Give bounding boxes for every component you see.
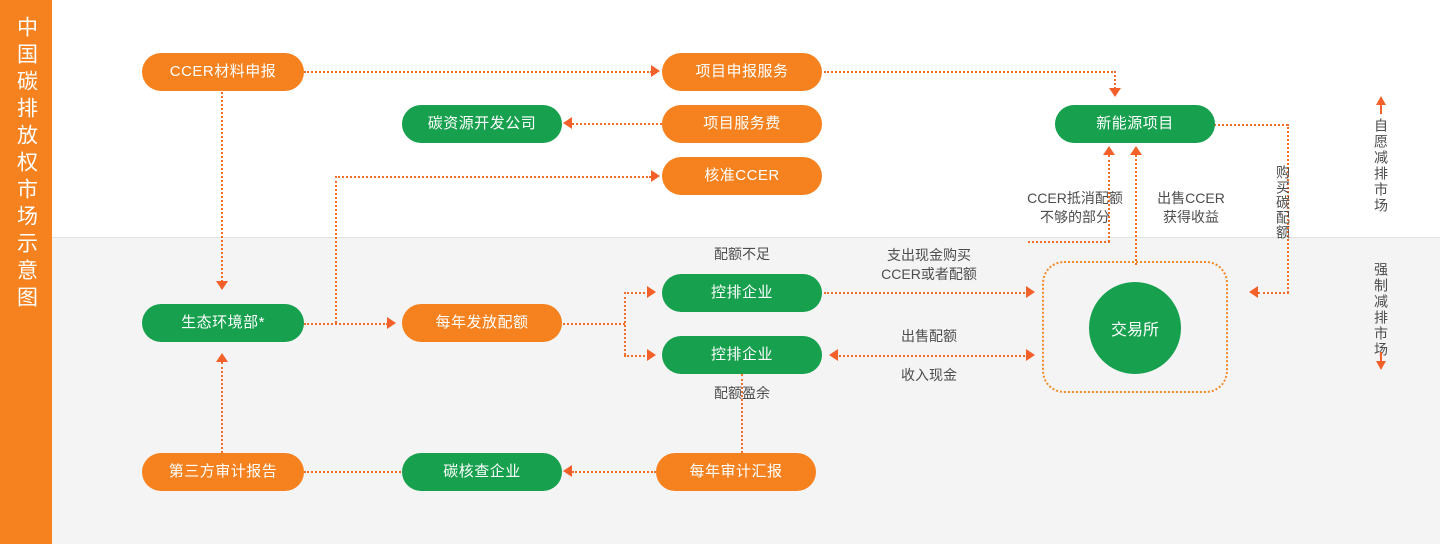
edge-branch-to-enterprise-top xyxy=(624,292,649,294)
arrowhead-to-ministry-from-audit xyxy=(216,353,228,362)
arrow-up-icon xyxy=(1376,96,1386,105)
arrow-down-icon xyxy=(1376,361,1386,370)
arrowhead-to-enterprise-top xyxy=(647,286,656,298)
node-ministry-of-ecology[interactable]: 生态环境部* xyxy=(142,304,304,342)
edge-ministry-to-approved-ccer xyxy=(335,176,651,178)
node-new-energy-project[interactable]: 新能源项目 xyxy=(1055,105,1215,143)
edge-declaration-service-to-new-energy xyxy=(824,71,1116,73)
edge-ccer-offset-stem xyxy=(1108,155,1110,242)
label-buy-carbon-quota: 购买碳配额 xyxy=(1275,165,1291,240)
edge-branch-stem xyxy=(624,292,626,355)
arrowhead-buy-quota-to-exchange xyxy=(1249,286,1258,298)
edge-enterprise-top-to-exchange xyxy=(824,292,1028,294)
edge-ccer-material-down-stem xyxy=(221,92,223,282)
edge-buy-quota-hline-top xyxy=(1210,124,1288,126)
node-carbon-verification-company[interactable]: 碳核查企业 xyxy=(402,453,562,491)
arrowhead-to-approved-ccer xyxy=(651,170,660,182)
arrowhead-to-ministry xyxy=(216,281,228,290)
edge-ccer-material-to-declaration-service xyxy=(304,71,652,73)
arrowhead-to-annual-quota xyxy=(387,317,396,329)
node-project-service-fee[interactable]: 项目服务费 xyxy=(662,105,822,143)
edge-enterprise-bottom-to-exchange xyxy=(836,355,1028,357)
edge-sell-ccer-stem xyxy=(1135,155,1137,265)
edge-quota-surplus-stem xyxy=(741,374,743,453)
label-receive-cash: 收入现金 xyxy=(901,367,957,383)
node-project-declaration-service[interactable]: 项目申报服务 xyxy=(662,53,822,91)
label-sell-quota: 出售配额 xyxy=(901,328,957,344)
edge-branch-to-enterprise-bottom xyxy=(624,355,649,357)
exchange-label: 交易所 xyxy=(1110,322,1159,339)
node-carbon-resource-dev-company[interactable]: 碳资源开发公司 xyxy=(402,105,562,143)
arrowhead-to-exchange-buy xyxy=(1026,286,1035,298)
node-annual-quota-issue[interactable]: 每年发放配额 xyxy=(402,304,562,342)
edge-verification-to-third-party-report xyxy=(304,471,404,473)
edge-annual-audit-to-verification xyxy=(572,471,656,473)
node-ccer-material[interactable]: CCER材料申报 xyxy=(142,53,304,91)
label-sell-ccer-gain: 出售CCER 获得收益 xyxy=(1157,190,1225,225)
arrowhead-to-exchange-sell xyxy=(1026,349,1035,361)
edge-third-party-report-up-stem xyxy=(221,362,223,453)
arrowhead-ccer-offset-to-new-energy xyxy=(1103,146,1115,155)
voluntary-market-arrow-stem xyxy=(1380,104,1382,114)
node-controlled-enterprise-top[interactable]: 控排企业 xyxy=(662,274,822,312)
voluntary-market-label: 自愿减排市场 xyxy=(1373,118,1389,214)
edge-ccer-offset-hline xyxy=(1028,241,1110,243)
node-controlled-enterprise-bottom[interactable]: 控排企业 xyxy=(662,336,822,374)
compliance-market-label: 强制减排市场 xyxy=(1373,262,1389,358)
label-pay-cash-buy: 支出现金购买 CCER或者配额 xyxy=(881,247,977,282)
exchange-frame xyxy=(1042,261,1228,393)
edge-buy-quota-stem xyxy=(1287,124,1289,293)
edge-declaration-service-down xyxy=(1114,71,1116,89)
label-quota-shortage: 配额不足 xyxy=(714,246,770,262)
edge-annual-quota-to-branch xyxy=(563,323,625,325)
node-annual-audit-report[interactable]: 每年审计汇报 xyxy=(656,453,816,491)
arrowhead-to-enterprise-bottom-cash xyxy=(829,349,838,361)
node-third-party-audit-report[interactable]: 第三方审计报告 xyxy=(142,453,304,491)
sidebar-title-bar: 中国碳排放权市场示意图 xyxy=(0,0,52,544)
arrowhead-to-verification-company xyxy=(563,465,572,477)
arrowhead-sell-ccer-to-new-energy xyxy=(1130,146,1142,155)
arrowhead-to-new-energy-top xyxy=(1109,88,1121,97)
node-approved-ccer[interactable]: 核准CCER xyxy=(662,157,822,195)
edge-buy-quota-hline-bottom xyxy=(1258,292,1289,294)
edge-ministry-up-stem xyxy=(335,176,337,323)
label-ccer-offset-shortfall: CCER抵消配额 不够的部分 xyxy=(1027,190,1123,225)
edge-service-fee-to-dev-company xyxy=(572,123,662,125)
compliance-market-arrow-stem xyxy=(1380,352,1382,362)
arrowhead-to-dev-company xyxy=(563,117,572,129)
label-quota-surplus: 配额盈余 xyxy=(714,385,770,401)
band-divider xyxy=(52,237,1440,238)
arrowhead-to-declaration-service xyxy=(651,65,660,77)
page-title: 中国碳排放权市场示意图 xyxy=(14,16,38,313)
exchange-node[interactable]: 交易所 xyxy=(1089,282,1181,374)
arrowhead-to-enterprise-bottom xyxy=(647,349,656,361)
edge-ministry-to-annual-quota xyxy=(304,323,388,325)
